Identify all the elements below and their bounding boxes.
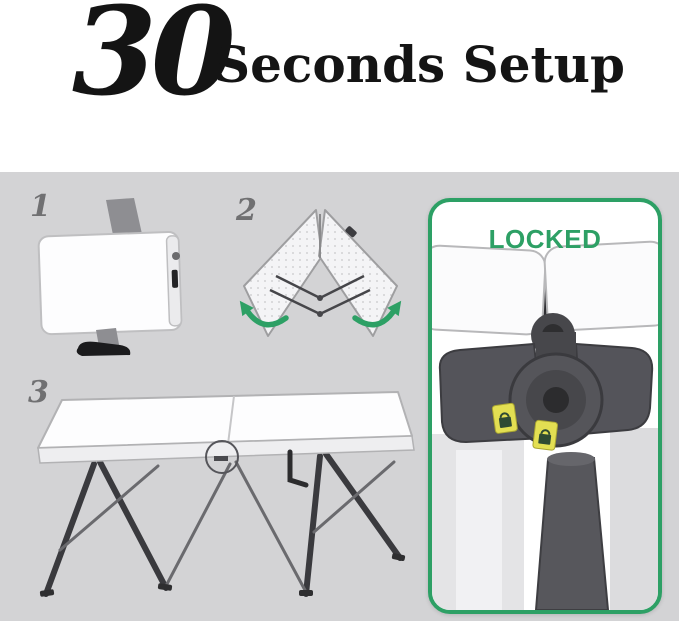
leg-braces bbox=[58, 460, 396, 594]
assembled-table-illustration bbox=[37, 391, 415, 597]
lock-sticker-icon bbox=[532, 419, 558, 451]
center-latch bbox=[214, 456, 228, 461]
step-1-number: 1 bbox=[30, 189, 51, 224]
setup-title: Seconds Setup bbox=[214, 35, 625, 94]
unfold-arrow-right-icon bbox=[352, 300, 402, 328]
table-legs bbox=[43, 451, 403, 597]
locked-label: LOCKED bbox=[488, 224, 602, 254]
setup-time-number: 30 bbox=[72, 0, 236, 123]
highlight-circle bbox=[205, 440, 239, 474]
tabletop-seam bbox=[227, 395, 235, 445]
lock-mechanism-illustration bbox=[432, 240, 658, 610]
person-carrying-folded-table-illustration bbox=[37, 198, 183, 356]
step-3-number: 3 bbox=[28, 375, 49, 410]
latch-hook bbox=[345, 226, 357, 238]
person-leg-upper bbox=[106, 198, 142, 240]
person-hand bbox=[172, 252, 180, 260]
table-leg-top bbox=[547, 452, 595, 466]
lock-sticker-icon bbox=[491, 402, 518, 434]
step-2-number: 2 bbox=[236, 193, 257, 228]
leg-feet bbox=[39, 553, 406, 597]
unfolding-table-illustration bbox=[239, 209, 402, 337]
locked-detail-panel: LOCKED bbox=[428, 198, 662, 614]
folded-legs-wireframe bbox=[269, 274, 371, 317]
carry-handle bbox=[171, 269, 179, 288]
tabletop-half-left bbox=[432, 244, 547, 336]
unfold-arrow-left-icon bbox=[239, 300, 289, 328]
tabletop-skirt bbox=[37, 435, 415, 464]
person-shoe bbox=[76, 341, 131, 356]
background-shape bbox=[456, 450, 502, 610]
hanging-handle bbox=[287, 449, 309, 488]
tabletop-half-right bbox=[543, 240, 658, 332]
lock-knob-center bbox=[543, 387, 569, 413]
background-shape bbox=[610, 428, 658, 610]
table-leg bbox=[534, 456, 610, 610]
folded-table bbox=[37, 230, 183, 336]
